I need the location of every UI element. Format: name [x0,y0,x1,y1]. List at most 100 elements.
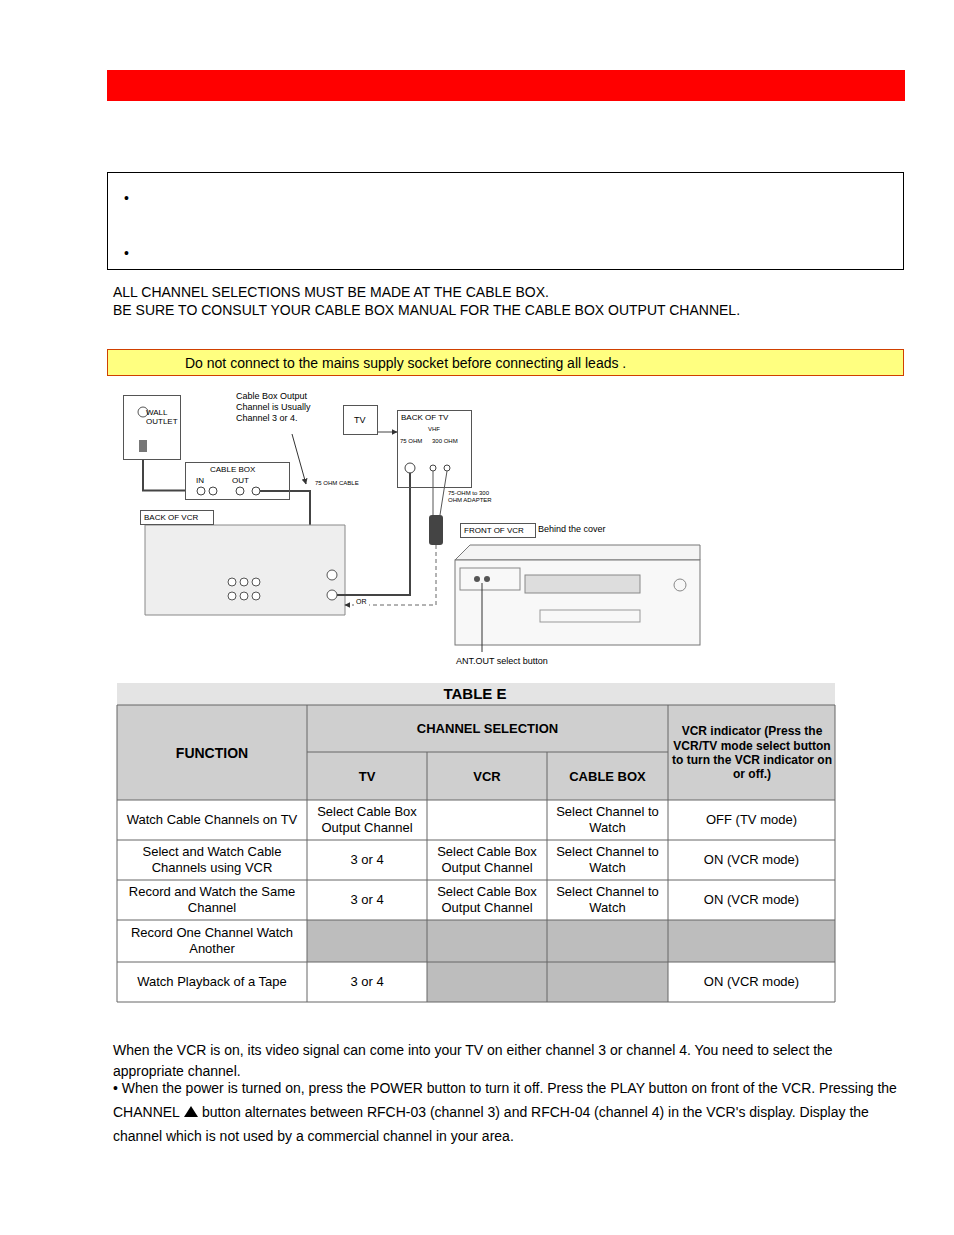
alt-cable [345,545,436,605]
figure-part [327,590,337,600]
leader-line [482,583,483,652]
table-cell: Record One Channel Watch Another [119,921,305,961]
port [236,487,244,495]
figure-part [307,705,308,1002]
figure-part [117,800,835,801]
table-cell: Record and Watch the Same Channel [119,881,305,919]
node-text: Do not connect to the mains supply socke… [185,355,626,371]
label-box: BACK OF TV VHF 75 OHM 300 OHM [397,410,472,488]
node-text: TV [354,415,366,425]
adapter [429,515,443,545]
node-text: IN [196,476,204,485]
figure-part [117,962,835,963]
figure-part [228,592,236,600]
vcr-display [525,575,640,593]
text-label: • [124,245,129,262]
figure-part [835,705,836,1002]
figure-part [117,920,835,921]
table-ground [117,683,835,1002]
node-text: CABLE BOX [210,465,255,474]
figure-part [184,1106,198,1117]
vcr-knob [674,579,686,591]
warning-band: Do not connect to the mains supply socke… [107,349,904,376]
table-cell: Watch Cable Channels on TV [119,801,305,839]
front-cover [460,568,520,590]
adapter-lead [433,471,447,515]
node-text: WALL OUTLET [146,408,178,426]
table-header [117,705,835,800]
vcr-front [455,560,700,645]
table-cell: VCR [429,764,545,790]
text-label: ALL CHANNEL SELECTIONS MUST BE MADE AT T… [113,284,549,301]
note-frame [107,172,904,270]
table-cell: FUNCTION [119,735,305,771]
label-box: CABLE BOX IN OUT [185,462,290,500]
figure-part [307,752,668,753]
figure-part [117,705,835,706]
tv-screw [444,465,450,471]
figure-part [240,592,248,600]
figure-part [252,578,260,586]
table-cell: CHANNEL SELECTION [309,708,666,750]
table-cell: Select Channel to Watch [549,881,666,919]
text-label: Behind the cover [538,524,606,535]
text-label: • [124,190,129,207]
table-cell: CABLE BOX [549,764,666,790]
vcr-top [455,545,700,560]
text-label: 75 OHM CABLE [315,480,359,487]
port [252,487,260,495]
text-label: Cable Box Output Channel is Usually Chan… [236,391,334,423]
text-label: button alternates between RFCH-03 (chann… [113,1104,869,1144]
table-cell: Select Cable Box Output Channel [429,841,545,879]
table-cell: ON (VCR mode) [670,881,833,919]
figure-part [252,592,260,600]
figure-part [427,752,428,1002]
grey-cell [307,920,835,962]
port [209,487,217,495]
label-box: BACK OF VCR [140,510,214,525]
node-text: VHF [428,426,440,433]
ant-out-button [474,576,480,582]
node-text: FRONT OF VCR [464,526,524,535]
text-label: BE SURE TO CONSULT YOUR CABLE BOX MANUAL… [113,302,740,319]
figure-part [117,705,835,1002]
figure-part [547,752,548,1002]
node-text: OUT [232,476,249,485]
figure-part [117,840,835,841]
table-cell: VCR indicator (Press the VCR/TV mode sel… [671,707,833,799]
label-box: TV [343,405,378,435]
outlet-plug [139,440,147,452]
text-label: ANT.OUT select button [456,656,548,667]
figure-part [668,705,669,1002]
table-cell: 3 or 4 [309,841,425,879]
node-text: 300 OHM [432,438,458,445]
text-label: When the VCR is on, its video signal can… [113,1040,903,1082]
up-triangle-symbol [183,1105,199,1118]
tape-slot [540,610,640,622]
table-cell: 3 or 4 [309,963,425,1001]
node-text: BACK OF TV [401,413,448,422]
figure-part [117,880,835,881]
tv-screw [430,465,436,471]
text-label: 75-OHM to 300 OHM ADAPTER [448,490,496,504]
node-text: 75 OHM [400,438,422,445]
table-cell: Select Channel to Watch [549,801,666,839]
node-text: BACK OF VCR [144,513,198,522]
ant-out-button [484,576,490,582]
label-box: FRONT OF VCR [460,523,536,538]
table-cell: ON (VCR mode) [670,963,833,1001]
table-cell: ON (VCR mode) [670,841,833,879]
jack-cluster [228,570,337,600]
table-cell: TV [309,764,425,790]
figure-part [117,705,118,1002]
header-bar [107,70,905,101]
table-body [117,800,835,1002]
text-label: OR [354,598,369,606]
tv-jack [405,463,415,473]
table-cell: Select Cable Box Output Channel [429,881,545,919]
figure-part [240,578,248,586]
table-cell: 3 or 4 [309,881,425,919]
table-cell: TABLE E [420,683,530,705]
coax-cable [337,472,410,595]
table-cell: Select Channel to Watch [549,841,666,879]
